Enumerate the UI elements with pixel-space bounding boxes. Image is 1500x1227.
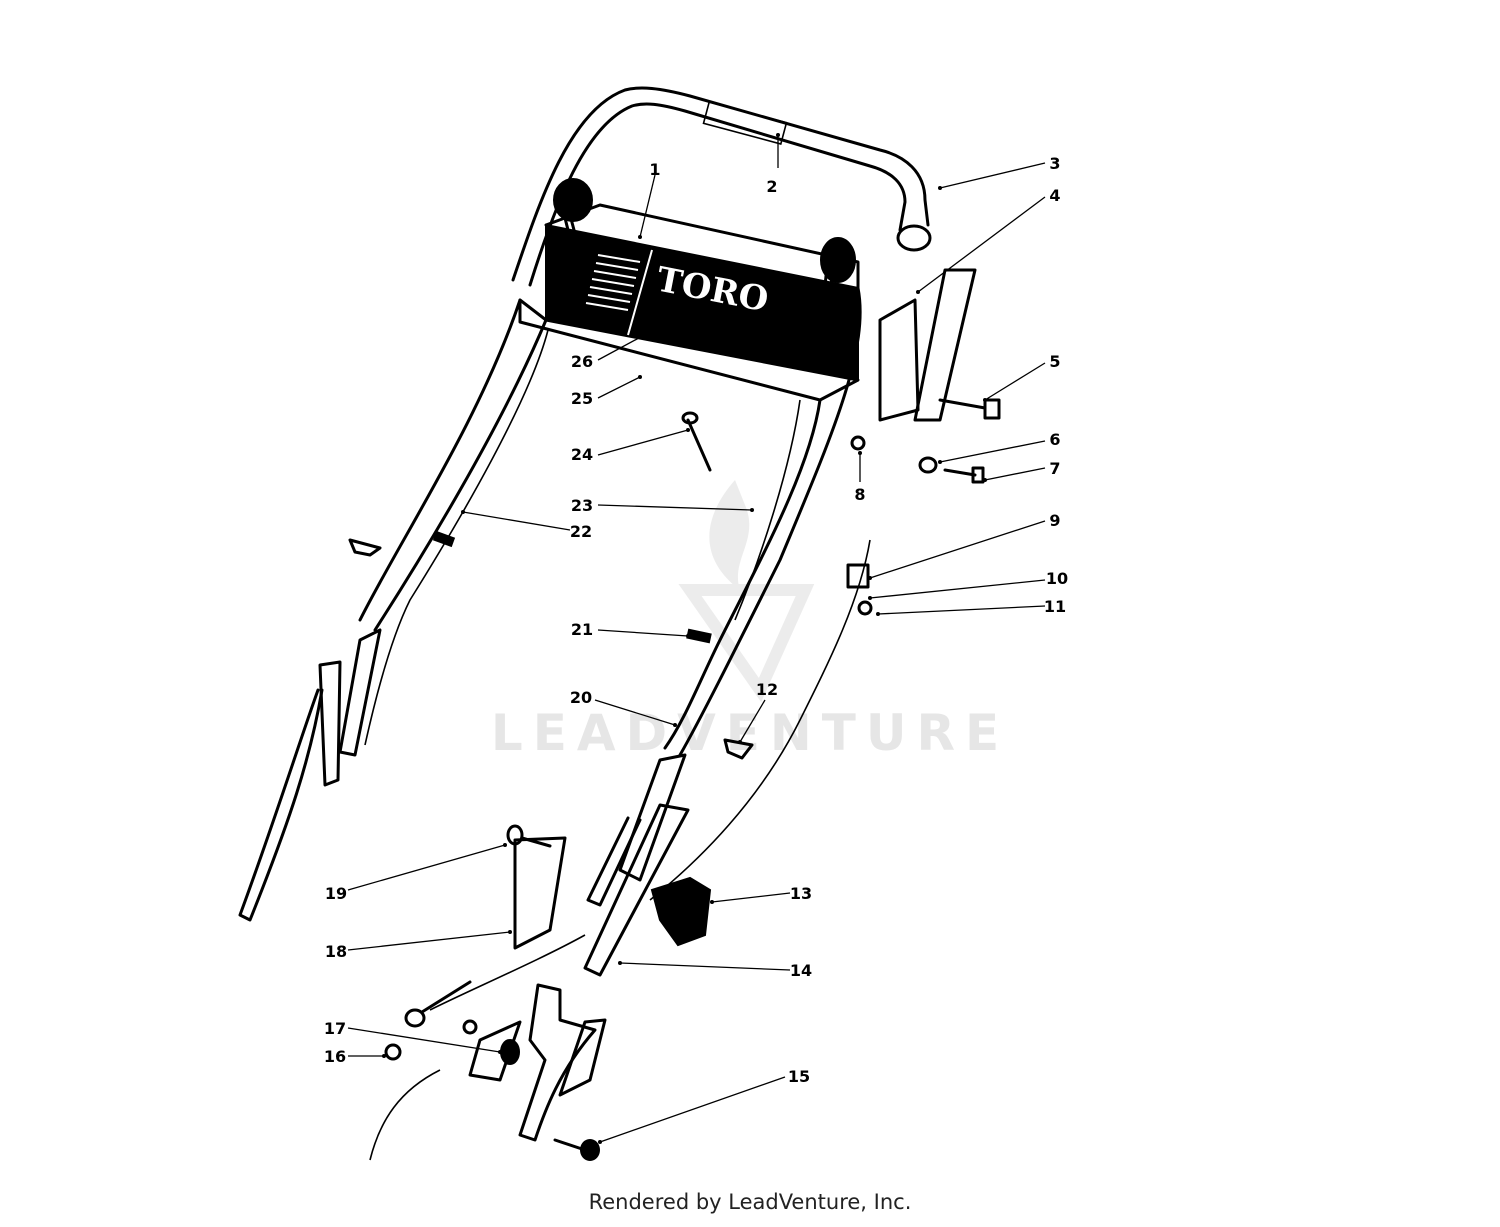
part-label-13: 13 (790, 884, 812, 903)
part-label-12: 12 (756, 680, 778, 699)
part-label-21: 21 (571, 620, 593, 639)
part-label-4: 4 (1049, 186, 1060, 205)
part-label-10: 10 (1046, 569, 1068, 588)
part-label-8: 8 (854, 485, 865, 504)
part-label-14: 14 (790, 961, 812, 980)
part-label-25: 25 (571, 389, 593, 408)
part-label-3: 3 (1049, 154, 1060, 173)
part-labels: 1 2 3 4 5 6 7 8 9 10 11 12 13 14 15 16 1… (324, 154, 1068, 1086)
part-label-1: 1 (649, 160, 660, 179)
part-label-22: 22 (570, 522, 592, 541)
part-label-15: 15 (788, 1067, 810, 1086)
part-label-19: 19 (325, 884, 347, 903)
part-label-17: 17 (324, 1019, 346, 1038)
part-label-9: 9 (1049, 511, 1060, 530)
part-label-18: 18 (325, 942, 347, 961)
handle-tubes (238, 268, 1001, 1161)
part-label-5: 5 (1049, 352, 1060, 371)
footer-credit: Rendered by LeadVenture, Inc. (588, 1190, 912, 1214)
leader-lines (347, 133, 1046, 1144)
part-label-24: 24 (571, 445, 593, 464)
part-label-20: 20 (570, 688, 592, 707)
part-label-7: 7 (1049, 459, 1060, 478)
part-label-23: 23 (571, 496, 593, 515)
watermark-text: LEADVENTURE (491, 704, 1009, 762)
part-label-6: 6 (1049, 430, 1060, 449)
part-label-16: 16 (324, 1047, 346, 1066)
part-label-11: 11 (1044, 597, 1066, 616)
part-label-26: 26 (571, 352, 593, 371)
part-label-2: 2 (766, 177, 777, 196)
knobs (553, 178, 856, 320)
